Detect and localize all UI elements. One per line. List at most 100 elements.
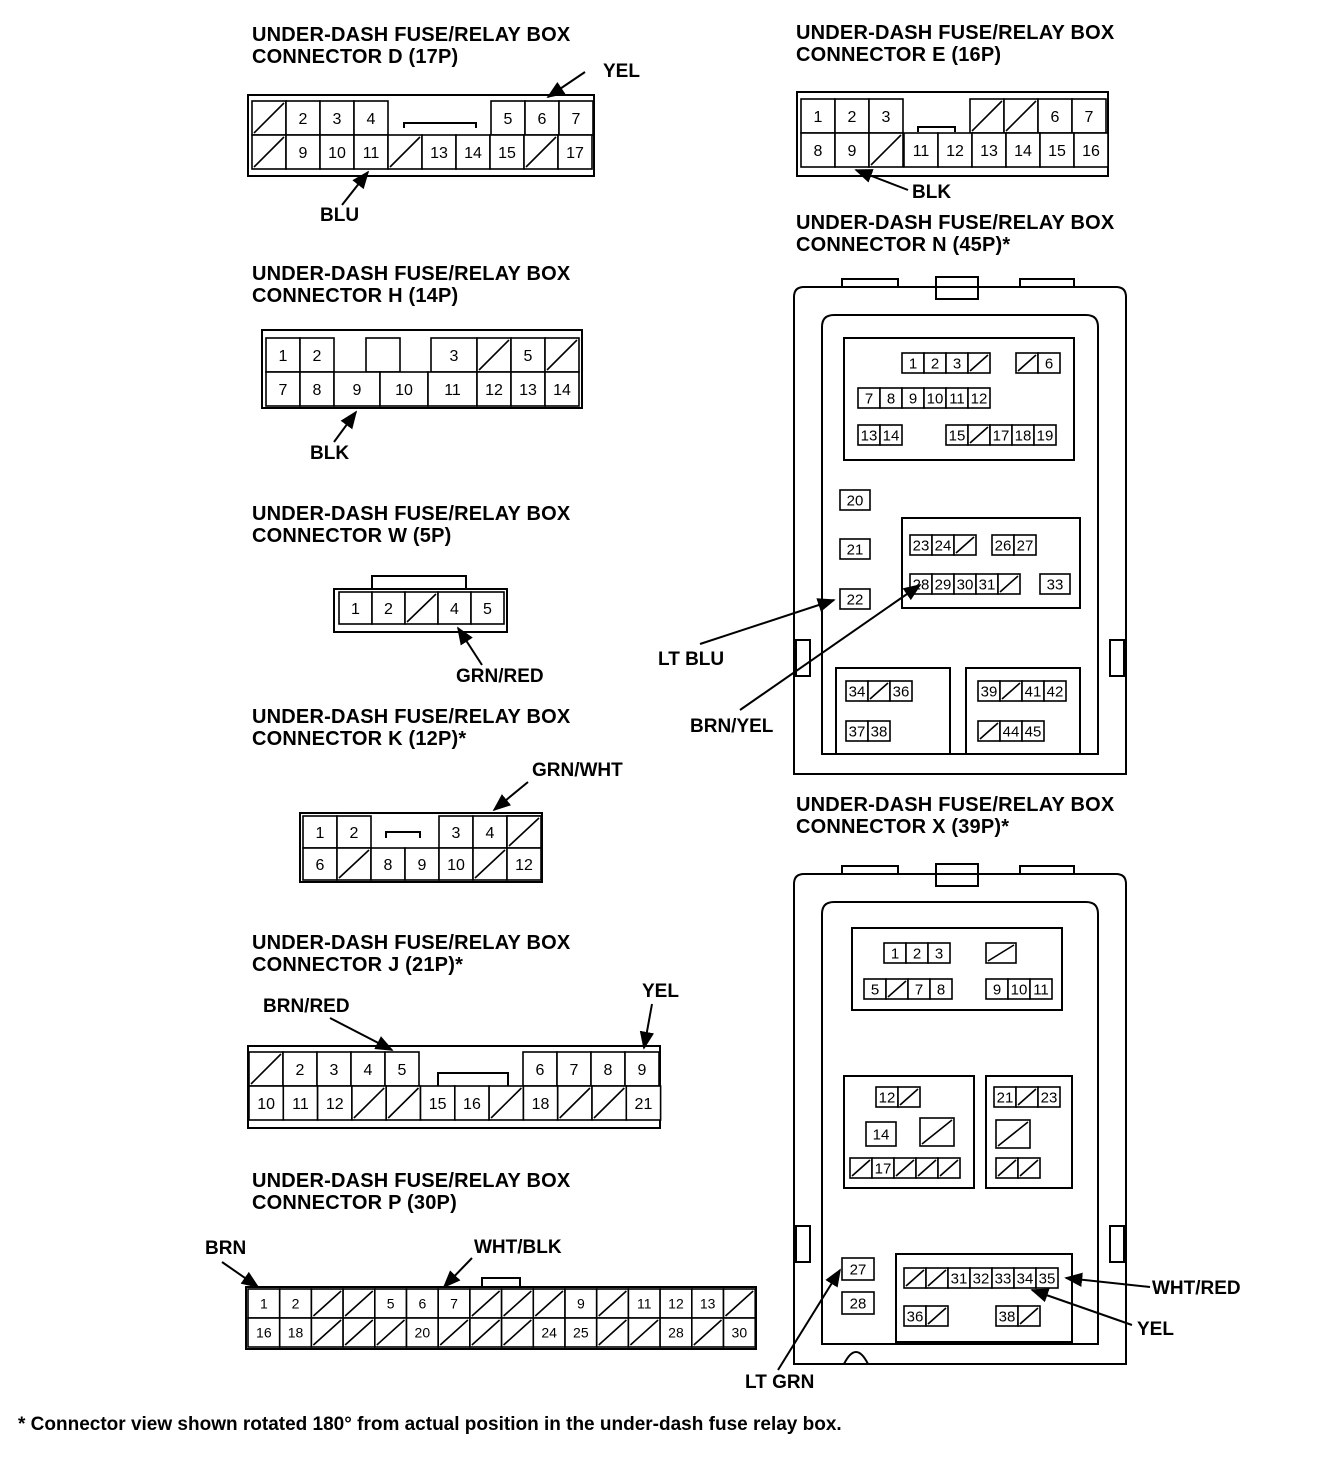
terminal-n-41-1022-681: 41 <box>1021 680 1045 702</box>
terminal-e-blank-1 <box>1003 98 1039 134</box>
connector-k-housing <box>299 812 543 883</box>
svg-text:8: 8 <box>814 143 823 160</box>
terminal-n-blank-886-979 <box>885 978 909 1000</box>
connector-x-title-line2: CONNECTOR X (39P)* <box>796 816 1010 838</box>
svg-text:24: 24 <box>541 1325 557 1341</box>
terminal-n-blank-898-1087 <box>897 1086 921 1108</box>
terminal-n-blank-1000-681 <box>999 680 1023 702</box>
svg-text:5: 5 <box>524 348 533 365</box>
arrow-j-brnred <box>329 1017 394 1051</box>
terminal-e-9-1: 9 <box>834 132 870 168</box>
arrow-e-blk <box>854 169 909 191</box>
terminal-p-12-13: 12 <box>659 1288 693 1319</box>
connector-k-title: UNDER-DASH FUSE/RELAY BOX CONNECTOR K (1… <box>252 706 570 750</box>
svg-text:13: 13 <box>700 1296 716 1312</box>
terminal-x-14: 14 <box>865 1121 897 1147</box>
svg-text:11: 11 <box>913 143 930 160</box>
terminal-p-18-1: 18 <box>278 1317 313 1348</box>
svg-text:9: 9 <box>418 857 427 874</box>
terminal-p-blank-15 <box>722 1288 757 1319</box>
connector-h-housing <box>261 329 583 409</box>
connector-n-title-line1: UNDER-DASH FUSE/RELAY BOX <box>796 212 1115 234</box>
terminal-j-blank-3 <box>351 1085 387 1121</box>
terminal-n-8-880-388: 8 <box>879 387 903 409</box>
terminal-p-blank-8 <box>500 1317 535 1348</box>
connector-x-outer-shell <box>793 873 1127 1365</box>
connector-e-title: UNDER-DASH FUSE/RELAY BOX CONNECTOR E (1… <box>796 22 1114 66</box>
svg-text:4: 4 <box>450 601 459 618</box>
connector-n-block-mid <box>901 517 1081 609</box>
wire-label-d-blu: BLU <box>320 205 360 226</box>
terminal-h-blank-2 <box>544 337 580 373</box>
connector-e-title-line1: UNDER-DASH FUSE/RELAY BOX <box>796 22 1115 44</box>
terminal-x-blank-b <box>919 1117 955 1147</box>
svg-text:34: 34 <box>1017 1270 1034 1287</box>
connector-d-title: UNDER-DASH FUSE/RELAY BOX CONNECTOR D (1… <box>252 24 570 68</box>
terminal-h-5-1: 5 <box>510 337 546 373</box>
svg-text:9: 9 <box>577 1296 585 1312</box>
terminal-p-blank-3 <box>342 1317 376 1348</box>
svg-text:26: 26 <box>995 537 1012 554</box>
terminal-n-32-970-1268: 32 <box>969 1267 993 1289</box>
terminal-k-9-3: 9 <box>404 847 440 881</box>
svg-text:7: 7 <box>570 1062 579 1079</box>
terminal-e-15-2: 15 <box>1039 132 1075 168</box>
wire-label-w-grnred: GRN/RED <box>456 666 544 687</box>
connector-n-inner-shell <box>821 314 1099 755</box>
svg-text:13: 13 <box>519 382 537 399</box>
svg-text:32: 32 <box>973 1270 990 1287</box>
wire-label-j-brnred: BRN/RED <box>263 996 350 1017</box>
terminal-n-12-876-1087: 12 <box>875 1086 899 1108</box>
svg-text:11: 11 <box>363 145 380 162</box>
connector-p-latch <box>481 1277 521 1287</box>
svg-text:1: 1 <box>351 601 360 618</box>
terminal-j-6-0: 6 <box>522 1051 558 1087</box>
terminal-n-18-1012-425: 18 <box>1011 424 1035 446</box>
terminal-n-22: 22 <box>839 588 871 610</box>
wire-label-n-ltblu: LT BLU <box>658 649 725 670</box>
svg-text:12: 12 <box>668 1296 684 1312</box>
terminal-k-10-4: 10 <box>438 847 474 881</box>
terminal-j-8-2: 8 <box>590 1051 626 1087</box>
svg-text:7: 7 <box>450 1296 458 1312</box>
svg-text:33: 33 <box>1047 576 1064 593</box>
svg-text:4: 4 <box>364 1062 373 1079</box>
arrow-p-whtblk <box>442 1257 473 1289</box>
terminal-p-20-5: 20 <box>405 1317 440 1348</box>
svg-text:19: 19 <box>1037 427 1054 444</box>
connector-p-title-line2: CONNECTOR P (30P) <box>252 1192 457 1214</box>
svg-text:25: 25 <box>573 1325 589 1341</box>
svg-text:13: 13 <box>980 143 998 160</box>
terminal-e-2-1: 2 <box>834 98 870 134</box>
terminal-n-11-946-388: 11 <box>945 387 969 409</box>
terminal-n-1-884-943: 1 <box>883 942 907 964</box>
terminal-p-blank-2 <box>310 1317 344 1348</box>
svg-text:33: 33 <box>995 1270 1012 1287</box>
terminal-j-16-6: 16 <box>453 1085 490 1121</box>
terminal-p-blank-8 <box>500 1288 535 1319</box>
terminal-w-4-3: 4 <box>437 591 472 625</box>
terminal-d-blank-8 <box>523 134 559 170</box>
terminal-p-blank-2 <box>310 1288 344 1319</box>
terminal-n-5-864-979: 5 <box>863 978 887 1000</box>
connector-outlines <box>245 91 1127 1365</box>
terminal-p-blank-6 <box>437 1317 471 1348</box>
terminal-n-15-946-425: 15 <box>945 424 969 446</box>
svg-text:2: 2 <box>848 109 857 126</box>
connector-j-title-line1: UNDER-DASH FUSE/RELAY BOX <box>252 932 571 954</box>
svg-text:10: 10 <box>328 145 346 162</box>
arrow-n-ltblu <box>699 598 836 645</box>
terminal-j-blank-7 <box>488 1085 525 1121</box>
svg-text:28: 28 <box>850 1295 867 1312</box>
terminal-j-15-5: 15 <box>419 1085 456 1121</box>
svg-text:2: 2 <box>296 1062 305 1079</box>
terminal-p-6-5: 6 <box>405 1288 440 1319</box>
connector-w-latch <box>371 575 467 589</box>
terminal-n-blank-1016-1087 <box>1015 1086 1039 1108</box>
svg-text:6: 6 <box>418 1296 426 1312</box>
terminal-k-blank-5 <box>472 847 508 881</box>
terminal-k-12-6: 12 <box>506 847 542 881</box>
svg-text:27: 27 <box>850 1261 867 1278</box>
